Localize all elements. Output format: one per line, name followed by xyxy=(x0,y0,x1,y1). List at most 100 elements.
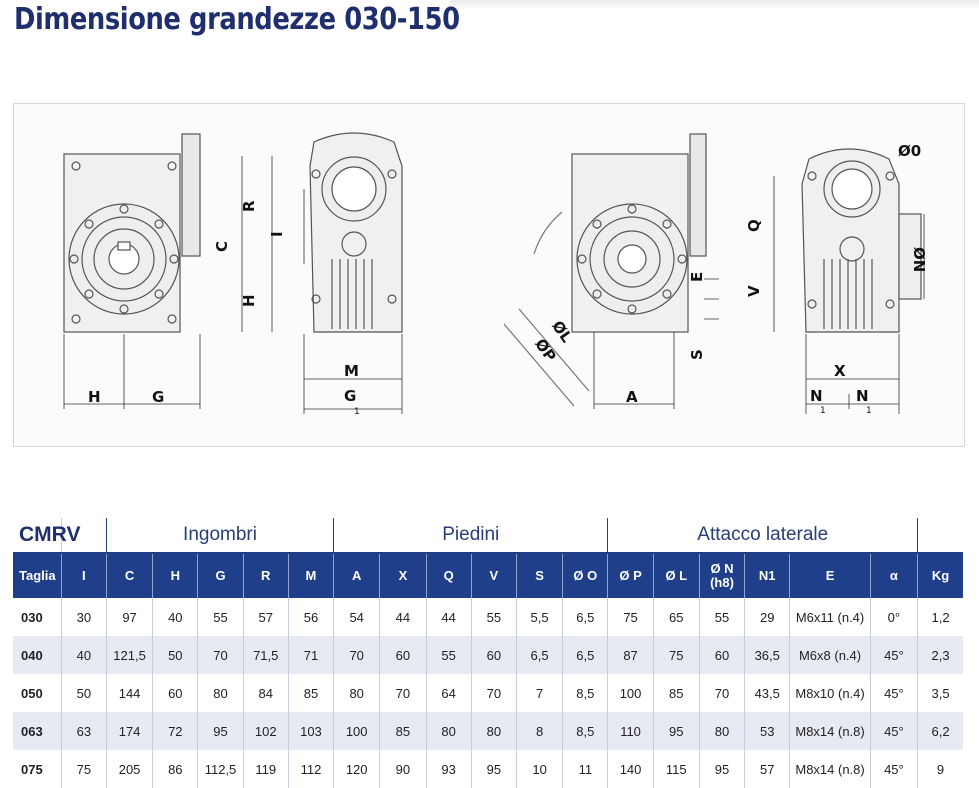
col-header: Ø P xyxy=(607,553,654,598)
row-size-cell: 030 xyxy=(13,598,62,636)
table-cell: 8,5 xyxy=(562,712,608,750)
table-cell: 112 xyxy=(287,750,334,788)
table-cell: 121,5 xyxy=(105,636,153,674)
dim-n1b-label: N xyxy=(856,387,869,405)
table-cell: 110 xyxy=(607,712,654,750)
row-size-cell: 063 xyxy=(13,712,62,750)
table-cell: 45° xyxy=(869,674,918,712)
col-header: N1 xyxy=(744,553,790,598)
table-cell: 85 xyxy=(652,674,700,712)
table-cell: 97 xyxy=(105,598,153,636)
dim-n1a-sub: 1 xyxy=(820,406,826,416)
table-cell: 45° xyxy=(869,750,918,788)
table-cell: 36,5 xyxy=(744,636,790,674)
dim-a-label: A xyxy=(626,388,638,406)
table-cell: 60 xyxy=(470,636,517,674)
col-header: Kg xyxy=(917,553,963,598)
table-cell: 144 xyxy=(105,674,153,712)
table-cell: 64 xyxy=(425,674,472,712)
dim-g1-sub: 1 xyxy=(354,407,360,417)
table-cell: 174 xyxy=(105,712,153,750)
dim-h-label: H xyxy=(88,388,101,406)
table-cell: 80 xyxy=(425,712,472,750)
technical-drawing: H G R C I H M G 1 ØL ØP E S A Ø0 Q V ØN … xyxy=(13,103,965,447)
table-cell: 54 xyxy=(333,598,380,636)
column-header-row: Taglia I C H G R M A X Q V S Ø O Ø P Ø L… xyxy=(13,553,963,598)
dim-h2-label: H xyxy=(240,294,258,307)
table-cell: 6,5 xyxy=(562,636,608,674)
table-cell: 86 xyxy=(152,750,198,788)
col-header: Taglia xyxy=(13,553,62,598)
table-cell: 44 xyxy=(425,598,472,636)
table-cell: 3,5 xyxy=(917,674,963,712)
table-cell: 43,5 xyxy=(744,674,790,712)
table-cell: 115 xyxy=(652,750,700,788)
front-view-flanged xyxy=(503,133,707,407)
table-cell: 71 xyxy=(287,636,334,674)
table-cell: 112,5 xyxy=(197,750,244,788)
dim-v-label: V xyxy=(745,285,763,297)
table-cell: 71,5 xyxy=(242,636,289,674)
table-cell: 10 xyxy=(515,750,563,788)
table-cell: 95 xyxy=(197,712,244,750)
table-cell: 9 xyxy=(917,750,963,788)
table-cell: 11 xyxy=(562,750,608,788)
table-cell: 80 xyxy=(698,712,745,750)
table-cell: 55 xyxy=(698,598,745,636)
table-cell: 70 xyxy=(379,674,427,712)
table-cell: 140 xyxy=(607,750,654,788)
dim-g-label: G xyxy=(152,388,164,406)
table-cell: M8x14 (n.8) xyxy=(789,750,871,788)
col-header: Q xyxy=(425,553,472,598)
col-header: G xyxy=(197,553,244,598)
table-cell: 1,2 xyxy=(917,598,963,636)
table-cell: 44 xyxy=(379,598,427,636)
table-cell: M8x14 (n.8) xyxy=(789,712,871,750)
side-view xyxy=(309,132,403,333)
table-cell: 60 xyxy=(152,674,198,712)
table-cell: M6x8 (n.4) xyxy=(789,636,871,674)
dim-q-label: Q xyxy=(745,219,763,232)
table-cell: 100 xyxy=(333,712,380,750)
table-cell: 102 xyxy=(242,712,289,750)
table-cell: 120 xyxy=(333,750,380,788)
table-cell: 60 xyxy=(379,636,427,674)
table-cell: 50 xyxy=(60,674,107,712)
table-cell: 55 xyxy=(470,598,517,636)
table-cell: M6x11 (n.4) xyxy=(789,598,871,636)
table-cell: 95 xyxy=(470,750,517,788)
table-cell: 45° xyxy=(869,712,918,750)
group-ingombri: Ingombri xyxy=(105,518,334,554)
table-cell: 55 xyxy=(425,636,472,674)
table-cell: 85 xyxy=(287,674,334,712)
dim-x-label: X xyxy=(834,362,846,380)
col-header: I xyxy=(60,553,107,598)
dim-n1b-sub: 1 xyxy=(866,406,872,416)
table-cell: 57 xyxy=(744,750,790,788)
table-cell: 8 xyxy=(515,712,563,750)
table-cell: 70 xyxy=(698,674,745,712)
table-cell: 6,5 xyxy=(562,598,608,636)
table-cell: 70 xyxy=(197,636,244,674)
dim-e-label: E xyxy=(688,272,706,282)
dimension-labels: H G R C I H M G 1 ØL ØP E S A Ø0 Q V ØN … xyxy=(88,142,928,417)
col-header: R xyxy=(242,553,289,598)
table-cell: 6,2 xyxy=(917,712,963,750)
row-size-cell: 040 xyxy=(13,636,62,674)
table-cell: 63 xyxy=(60,712,107,750)
group-piedini: Piedini xyxy=(333,518,608,554)
table-cell: 84 xyxy=(242,674,289,712)
table-cell: 85 xyxy=(379,712,427,750)
dim-n1a-label: N xyxy=(810,387,823,405)
table-cell: 53 xyxy=(744,712,790,750)
page-title: Dimensione grandezze 030-150 xyxy=(14,2,460,37)
dim-g1-label: G xyxy=(344,387,356,405)
table-cell: 95 xyxy=(652,712,700,750)
table-cell: 205 xyxy=(105,750,153,788)
table-cell: 40 xyxy=(152,598,198,636)
table-cell: 100 xyxy=(607,674,654,712)
table-cell: 50 xyxy=(152,636,198,674)
table-cell: 55 xyxy=(197,598,244,636)
table-cell: 30 xyxy=(60,598,107,636)
col-header: X xyxy=(379,553,427,598)
